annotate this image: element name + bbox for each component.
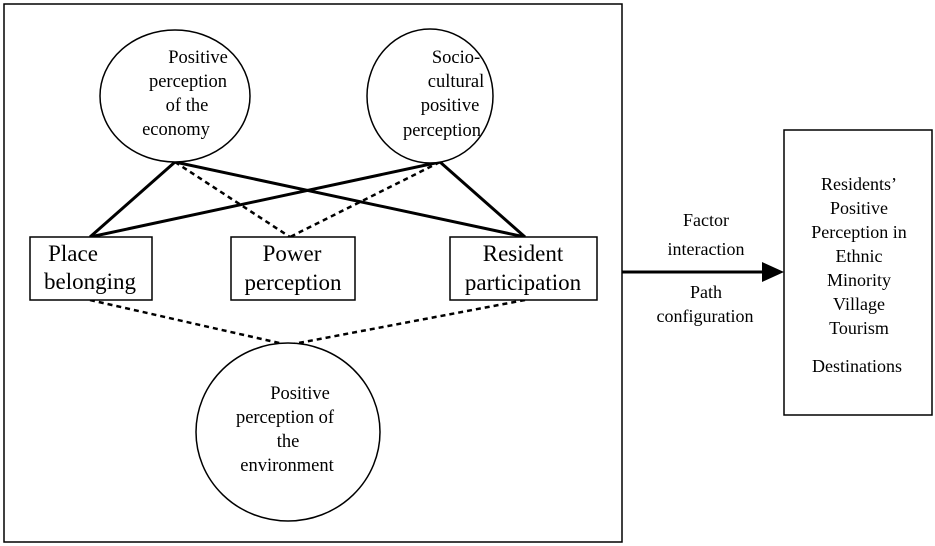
economy-line-1: Positive — [168, 48, 228, 68]
resident-line-2: participation — [465, 270, 582, 295]
arrow-upper-line-1: Factor — [683, 210, 729, 230]
place-belonging-box — [29, 236, 153, 301]
arrowhead — [762, 262, 784, 282]
link-socio-place — [89, 160, 441, 239]
link-socio-power — [289, 160, 441, 239]
power-line-1: Power — [263, 241, 322, 266]
link-economy-power — [174, 160, 291, 239]
arrow-lower-label: Path configuration — [657, 282, 754, 326]
main-arrow — [622, 262, 784, 282]
sociocultural-line-4: perception — [403, 121, 481, 141]
outcome-line-7: Tourism — [829, 318, 889, 338]
economy-line-3: of the — [166, 96, 209, 116]
link-resident-environment — [287, 298, 526, 347]
sociocultural-line-2: cultural — [428, 72, 485, 92]
power-line-2: perception — [244, 270, 342, 295]
place-line-2: belonging — [44, 269, 136, 294]
place-line-1: Place — [48, 241, 98, 266]
outcome-line-6: Village — [833, 294, 885, 314]
link-economy-resident — [174, 160, 526, 239]
environment-line-3: the — [277, 432, 300, 452]
dashed-links — [89, 160, 526, 347]
environment-line-4: environment — [240, 456, 334, 476]
link-place-environment — [89, 298, 289, 347]
outcome-line-8: Destinations — [812, 356, 902, 376]
outcome-line-1: Residents’ — [821, 174, 897, 194]
environment-line-2: perception of — [236, 408, 335, 428]
sociocultural-line-1: Socio- — [432, 48, 480, 68]
solid-links — [89, 160, 526, 239]
place-label: Place belonging — [44, 241, 136, 294]
economy-line-2: perception — [149, 72, 227, 92]
outcome-box — [783, 129, 933, 416]
outcome-line-3: Perception in — [811, 222, 906, 242]
economy-ellipse — [99, 29, 251, 163]
resident-participation-box — [449, 236, 598, 301]
sociocultural-ellipse — [366, 28, 494, 164]
outcome-line-4: Ethnic — [836, 246, 883, 266]
sociocultural-line-3: positive — [421, 96, 480, 116]
resident-label: Resident participation — [465, 241, 582, 295]
arrow-lower-line-2: configuration — [657, 306, 754, 326]
environment-line-1: Positive — [270, 384, 330, 404]
economy-line-4: economy — [142, 120, 211, 140]
outcome-line-2: Positive — [830, 198, 888, 218]
power-perception-box — [230, 236, 356, 301]
arrow-upper-label: Factor interaction — [668, 210, 745, 259]
environment-label: Positive perception of the environment — [236, 384, 335, 476]
outcome-label: Residents’ Positive Perception in Ethnic… — [811, 174, 906, 376]
link-socio-resident — [439, 160, 526, 239]
arrow-upper-line-2: interaction — [668, 239, 745, 259]
environment-ellipse — [195, 342, 381, 522]
outcome-line-5: Minority — [827, 270, 891, 290]
economy-label: Positive perception of the economy — [142, 48, 228, 140]
power-label: Power perception — [244, 241, 342, 295]
arrow-lower-line-1: Path — [690, 282, 722, 302]
link-economy-place — [89, 160, 176, 239]
resident-line-1: Resident — [483, 241, 564, 266]
sociocultural-label: Socio- cultural positive perception — [403, 48, 484, 141]
